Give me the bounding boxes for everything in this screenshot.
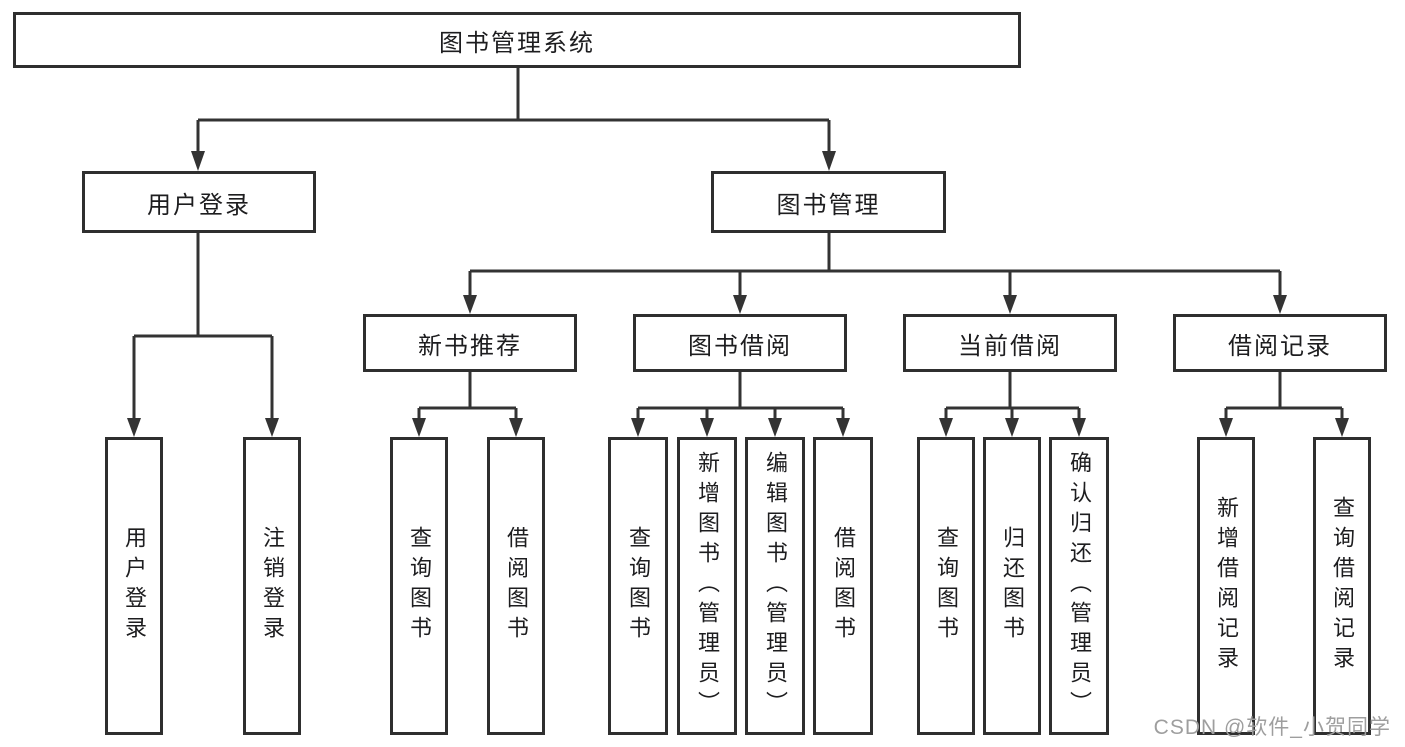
leaf-user-login: 用户登录	[105, 437, 163, 735]
leaf-label: 借阅图书	[504, 526, 529, 646]
leaf-query-books-borrow: 查询图书	[608, 437, 668, 735]
node-borrow-records: 借阅记录	[1173, 314, 1387, 372]
leaf-borrow-books-recommend: 借阅图书	[487, 437, 545, 735]
node-current-borrow: 当前借阅	[903, 314, 1117, 372]
leaf-confirm-return-admin: 确认归还（管理员）	[1049, 437, 1109, 735]
leaf-add-books-admin: 新增图书（管理员）	[677, 437, 737, 735]
csdn-watermark: CSDN @软件_小贺同学	[1153, 716, 1391, 739]
leaf-return-books: 归还图书	[983, 437, 1041, 735]
node-user-login: 用户登录	[82, 171, 316, 233]
leaf-edit-books-admin: 编辑图书（管理员）	[745, 437, 805, 735]
leaf-label: 新增借阅记录	[1214, 496, 1239, 676]
leaf-label: 归还图书	[1000, 526, 1025, 646]
leaf-borrow-books: 借阅图书	[813, 437, 873, 735]
leaf-label: 查询图书	[407, 526, 432, 646]
node-new-book-recommend: 新书推荐	[363, 314, 577, 372]
node-book-borrow: 图书借阅	[633, 314, 847, 372]
leaf-query-books-current: 查询图书	[917, 437, 975, 735]
leaf-add-borrow-record: 新增借阅记录	[1197, 437, 1255, 735]
leaf-label: 查询借阅记录	[1330, 496, 1355, 676]
leaf-logout: 注销登录	[243, 437, 301, 735]
leaf-label: 确认归还（管理员）	[1067, 451, 1092, 721]
node-library-management-system: 图书管理系统	[13, 12, 1021, 68]
leaf-query-books-recommend: 查询图书	[390, 437, 448, 735]
leaf-label: 用户登录	[122, 526, 147, 646]
leaf-label: 查询图书	[934, 526, 959, 646]
leaf-label: 查询图书	[626, 526, 651, 646]
leaf-label: 借阅图书	[831, 526, 856, 646]
leaf-label: 注销登录	[260, 526, 285, 646]
leaf-label: 编辑图书（管理员）	[763, 451, 788, 721]
leaf-label: 新增图书（管理员）	[695, 451, 720, 721]
node-book-management: 图书管理	[711, 171, 946, 233]
leaf-query-borrow-record: 查询借阅记录	[1313, 437, 1371, 735]
